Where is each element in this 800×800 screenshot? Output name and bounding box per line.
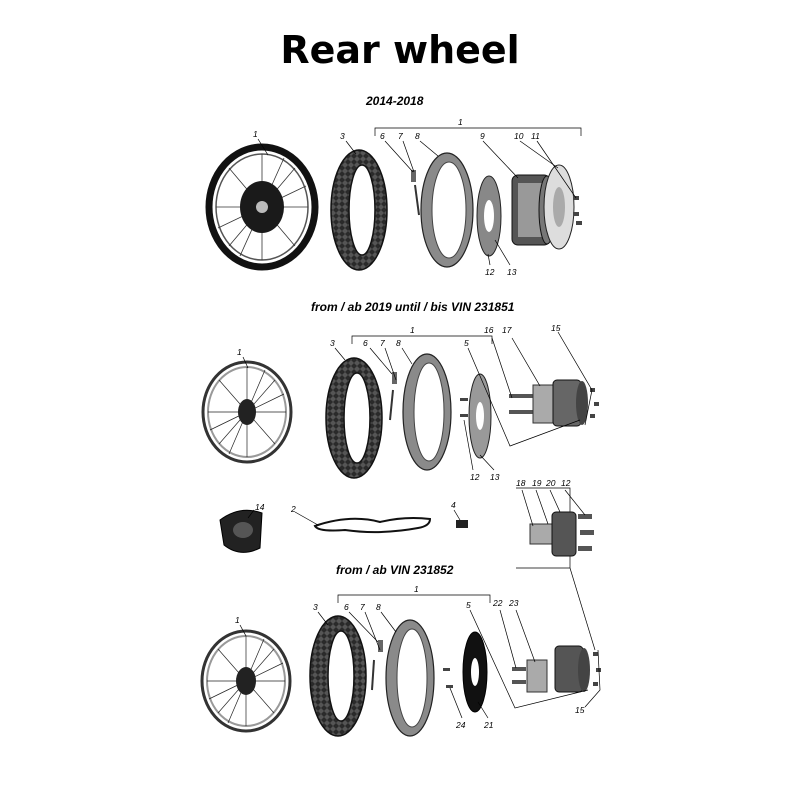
- callout-8: 8: [396, 338, 401, 348]
- callout-20: 20: [545, 478, 556, 488]
- callout-16: 16: [484, 325, 494, 335]
- rim-8: [420, 152, 474, 268]
- leader-lines-middle: [247, 489, 596, 651]
- callout-11: 11: [531, 131, 540, 141]
- callout-5: 5: [464, 338, 469, 348]
- callout-17: 17: [502, 325, 512, 335]
- callout-22: 22: [492, 598, 503, 608]
- callout-13: 13: [507, 267, 517, 277]
- section-label-vin-231852: from / ab VIN 231852: [336, 563, 454, 577]
- wheel-assembly-1: [201, 360, 293, 464]
- callout-1-top: 1: [410, 325, 415, 335]
- callout-12: 12: [470, 472, 480, 482]
- callout-8: 8: [376, 602, 381, 612]
- callout-6: 6: [363, 338, 368, 348]
- callout-23: 23: [508, 598, 519, 608]
- callout-7: 7: [398, 131, 403, 141]
- tire-3: [309, 615, 367, 737]
- hub-assembly-18-19-20: [516, 487, 594, 569]
- callout-8: 8: [415, 131, 420, 141]
- section-label-2019-vin-231851: from / ab 2019 until / bis VIN 231851: [311, 300, 515, 314]
- rim-8: [402, 353, 452, 471]
- callout-24: 24: [455, 720, 466, 730]
- callout-4: 4: [451, 500, 456, 510]
- callout-numbers-middle: 14 2 4 18 19 20 12: [255, 478, 571, 514]
- callout-6: 6: [344, 602, 349, 612]
- callout-1-wheel: 1: [235, 615, 240, 625]
- callout-10: 10: [514, 131, 524, 141]
- callout-1-top: 1: [458, 117, 463, 127]
- callout-15: 15: [551, 323, 561, 333]
- callout-12: 12: [485, 267, 495, 277]
- leader-lines-section-1: [257, 127, 582, 266]
- hub-22-23: [512, 645, 590, 693]
- callout-15: 15: [575, 705, 585, 715]
- section-label-2014-2018: 2014-2018: [366, 94, 424, 108]
- brake-disc-12-13: [460, 373, 492, 459]
- page-title: Rear wheel: [280, 28, 520, 72]
- callout-21: 21: [483, 720, 494, 730]
- callout-3: 3: [340, 131, 345, 141]
- tube-14: [219, 509, 263, 553]
- callout-18: 18: [516, 478, 526, 488]
- callout-6: 6: [380, 131, 385, 141]
- bolts-24: [443, 668, 453, 688]
- bolts-15: [593, 652, 601, 686]
- callout-1-wheel: 1: [237, 347, 242, 357]
- callout-12: 12: [561, 478, 571, 488]
- hub-16-17: [509, 379, 588, 427]
- valve-parts-6-7: [411, 170, 420, 216]
- callout-numbers-section-2: 1 1 3 6 7 8 5 16 17 15 12 13: [237, 323, 561, 482]
- callout-7: 7: [380, 338, 385, 348]
- callout-numbers-section-3: 1 1 3 6 7 8 5 22 23 15 24 21: [235, 584, 585, 730]
- callout-numbers-section-1: 1 1 3 6 7 8 9 10 11 12 13: [253, 117, 540, 277]
- wheel-assembly-1: [200, 629, 292, 733]
- brake-disc-21: [462, 631, 488, 713]
- valve-parts-6-7: [371, 640, 383, 691]
- callout-2: 2: [290, 504, 296, 514]
- callout-7: 7: [360, 602, 365, 612]
- callout-1-top: 1: [414, 584, 419, 594]
- callout-3: 3: [330, 338, 335, 348]
- callout-1-wheel: 1: [253, 129, 258, 139]
- callout-3: 3: [313, 602, 318, 612]
- hub-cover-10: [543, 164, 575, 250]
- callout-14: 14: [255, 502, 265, 512]
- leader-lines-section-3: [239, 594, 601, 719]
- valve-parts-6-7: [389, 372, 397, 421]
- wheel-assembly-1: [205, 143, 319, 271]
- tire-3: [325, 357, 383, 479]
- callout-19: 19: [532, 478, 542, 488]
- rim-tape-2: [313, 517, 432, 534]
- part-4: [456, 520, 468, 528]
- callout-9: 9: [480, 131, 485, 141]
- rim-8: [385, 619, 435, 737]
- callout-13: 13: [490, 472, 500, 482]
- brake-disc-12: [476, 175, 502, 257]
- callout-5: 5: [466, 600, 471, 610]
- bolts-15: [590, 388, 599, 418]
- leader-lines-section-2: [242, 331, 593, 471]
- tire-3: [330, 149, 388, 271]
